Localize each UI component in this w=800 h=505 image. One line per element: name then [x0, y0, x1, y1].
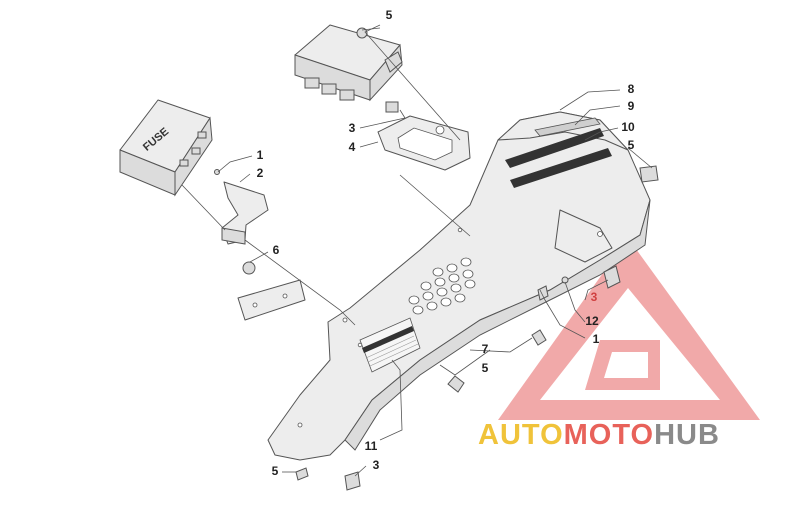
callout-9: 9 — [628, 99, 635, 113]
hardware — [214, 27, 659, 491]
callout-3-bottom: 3 — [373, 458, 380, 472]
callouts: 5 3 4 1 2 6 8 9 10 5 3 12 1 7 5 11 5 3 — [257, 8, 635, 478]
screw-1-right — [537, 285, 549, 301]
screw-5-right — [639, 165, 659, 183]
control-unit — [294, 24, 403, 102]
fuse-box: FUSE — [119, 99, 213, 197]
callout-7: 7 — [482, 342, 489, 356]
callout-11: 11 — [365, 439, 378, 453]
callout-1-right: 1 — [593, 332, 600, 346]
clip-3-right — [603, 265, 621, 289]
callout-1-top: 1 — [257, 148, 264, 162]
callout-3-top: 3 — [349, 121, 356, 135]
callout-3-right: 3 — [591, 290, 598, 304]
callout-12: 12 — [585, 314, 599, 328]
warning-label — [359, 317, 421, 373]
callout-5-bottom: 5 — [272, 464, 279, 478]
callout-8: 8 — [628, 82, 635, 96]
automotohub-watermark: AUTOMOTOHUB — [478, 419, 720, 452]
callout-5-right: 5 — [628, 138, 635, 152]
clip-3-bottom — [344, 471, 361, 491]
watermark-auto: AUTO — [478, 419, 564, 451]
callout-10: 10 — [621, 120, 635, 134]
leader-lines — [181, 24, 653, 477]
vent-holes — [408, 257, 476, 315]
bracket-2 — [221, 181, 269, 245]
callout-6: 6 — [273, 243, 280, 257]
screw-1-top — [214, 169, 220, 175]
callout-2: 2 — [257, 166, 264, 180]
bracket-4 — [377, 101, 471, 171]
watermark-hub: HUB — [654, 419, 720, 451]
watermark-moto: MOTO — [563, 419, 655, 451]
triangle-logo-icon — [498, 238, 760, 420]
rear-mudguard — [267, 111, 651, 461]
mounting-plate — [237, 279, 306, 321]
screw-5-bottom — [295, 467, 309, 481]
callout-4: 4 — [349, 140, 356, 154]
screw-5-mid — [531, 329, 547, 346]
nut-5-top — [356, 27, 368, 39]
nut-6 — [242, 261, 256, 275]
callout-5-mid: 5 — [482, 361, 489, 375]
screw-7 — [447, 375, 465, 393]
callout-5-top: 5 — [386, 8, 393, 22]
